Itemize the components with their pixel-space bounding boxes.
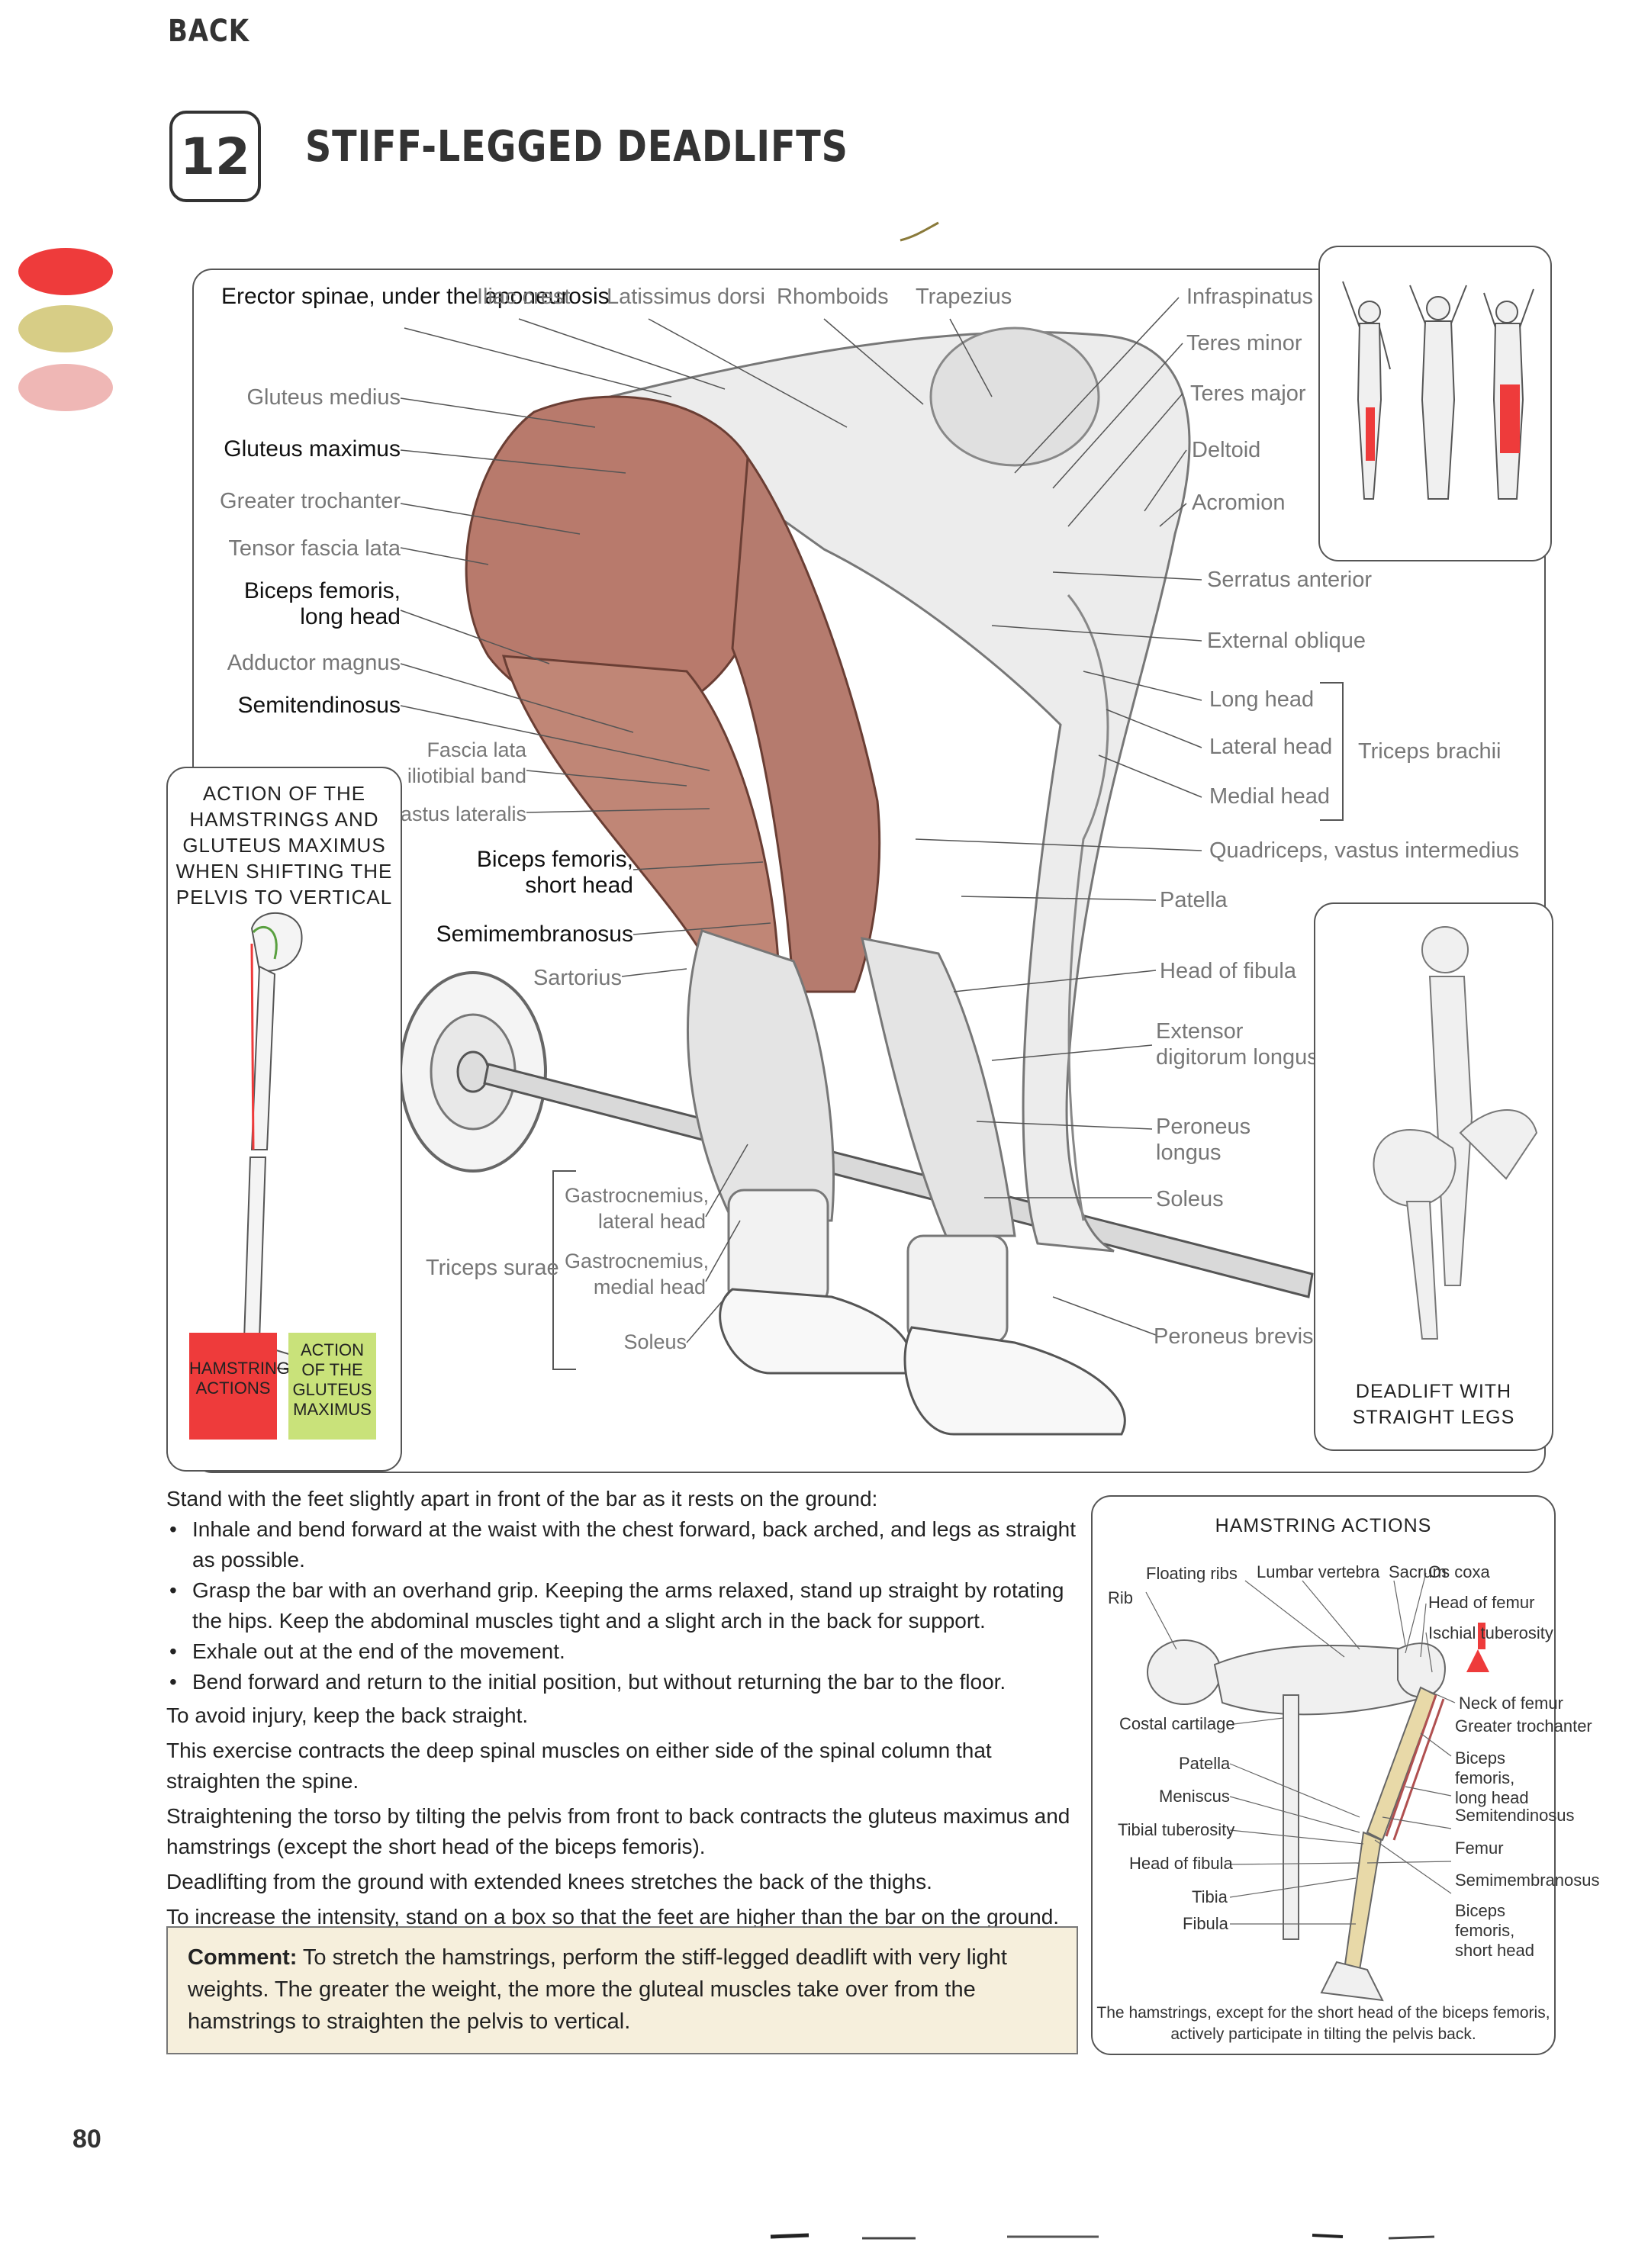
bullet-3: Exhale out at the end of the movement. <box>166 1636 1078 1667</box>
comment-label: Comment: <box>188 1945 298 1970</box>
pink-dot <box>18 364 113 411</box>
label-head-of-fibula: Head of fibula <box>1160 959 1296 983</box>
deadlift-box-caption: DEADLIFT WITH STRAIGHT LEGS <box>1352 1381 1515 1428</box>
deadlift-straight-legs-figure <box>1373 926 1538 1340</box>
label-teres-minor: Teres minor <box>1186 331 1302 355</box>
label-biceps-femoris-short: Biceps femoris, short head <box>476 847 633 898</box>
label-gastrocnemius-lateral: Gastrocnemius, lateral head <box>565 1184 710 1233</box>
hb-label-lumbar-vertebra: Lumbar vertebra <box>1257 1562 1380 1581</box>
hb-label-neck-of-femur: Neck of femur <box>1459 1694 1563 1713</box>
hb-label-head-of-fibula: Head of fibula <box>1129 1854 1233 1873</box>
paragraph-5: To increase the intensity, stand on a bo… <box>166 1905 1060 1929</box>
label-soleus-left: Soleus <box>623 1330 687 1353</box>
hamstring-box-title: HAMSTRING ACTIONS <box>1215 1515 1432 1536</box>
bullet-2: Grasp the bar with an overhand grip. Kee… <box>166 1575 1078 1636</box>
paragraph-2: This exercise contracts the deep spinal … <box>166 1739 992 1793</box>
hb-label-costal-cartilage: Costal cartilage <box>1119 1714 1235 1733</box>
label-acromion: Acromion <box>1192 491 1286 515</box>
paragraph-3: Straightening the torso by tilting the p… <box>166 1804 1070 1858</box>
label-vastus-lateralis: Vastus lateralis <box>388 803 526 825</box>
label-trapezius: Trapezius <box>916 285 1012 309</box>
muscle-location-box <box>1318 246 1552 561</box>
label-vastus-intermedius: Quadriceps, vastus intermedius <box>1209 838 1520 863</box>
hb-label-patella: Patella <box>1179 1754 1231 1773</box>
exercise-number: 12 <box>169 111 261 202</box>
label-soleus-right: Soleus <box>1156 1187 1224 1211</box>
section-label: BACK <box>168 14 249 49</box>
hb-label-greater-trochanter: Greater trochanter <box>1455 1716 1592 1736</box>
label-infraspinatus: Infraspinatus <box>1186 285 1314 309</box>
hb-label-femur: Femur <box>1455 1839 1504 1858</box>
instructions-intro: Stand with the feet slightly apart in fr… <box>166 1487 878 1510</box>
label-triceps-surae: Triceps surae <box>426 1256 559 1280</box>
hb-label-tibia: Tibia <box>1192 1887 1228 1906</box>
label-rhomboids: Rhomboids <box>777 285 889 309</box>
hb-label-biceps-short: Biceps femoris, short head <box>1455 1901 1534 1960</box>
label-extensor-digitorum: Extensor digitorum longus <box>1156 1019 1318 1070</box>
label-biceps-femoris-long: Biceps femoris, long head <box>243 578 401 629</box>
comment-text: To stretch the hamstrings, perform the s… <box>188 1945 1007 2034</box>
label-gastrocnemius-medial: Gastrocnemius, medial head <box>565 1250 710 1298</box>
khaki-dot <box>18 305 113 352</box>
comment-box: Comment: To stretch the hamstrings, perf… <box>166 1926 1078 2054</box>
hb-label-fibula: Fibula <box>1183 1914 1228 1933</box>
muscle-location-figures <box>1342 281 1534 500</box>
label-sartorius: Sartorius <box>533 966 622 990</box>
label-triceps-brachii: Triceps brachii <box>1358 739 1502 764</box>
hb-label-rib: Rib <box>1108 1588 1134 1607</box>
hamstring-skeleton-figure <box>1145 1572 1489 2002</box>
label-adductor-magnus: Adductor magnus <box>227 651 401 675</box>
instructions: Stand with the feet slightly apart in fr… <box>166 1484 1078 1932</box>
hamstring-box-caption: The hamstrings, except for the short hea… <box>1096 2004 1550 2043</box>
bullet-4: Bend forward and return to the initial p… <box>166 1667 1078 1697</box>
barbell <box>399 971 1314 1298</box>
label-semimembranosus: Semimembranosus <box>436 922 633 947</box>
label-fascia-lata: Fascia lata iliotibial band <box>407 738 526 787</box>
page-title: STIFF-LEGGED DEADLIFTS <box>305 122 848 172</box>
hamstring-actions-box: HAMSTRING ACTIONS <box>1091 1495 1600 2055</box>
hb-label-sacrum: Sacrum <box>1389 1562 1447 1581</box>
hb-label-head-of-femur: Head of femur <box>1428 1593 1535 1612</box>
label-gluteus-medius: Gluteus medius <box>246 385 401 410</box>
hb-label-semitendinosus: Semitendinosus <box>1455 1806 1575 1825</box>
hb-label-ischial-tuberosity: Ischial tuberosity <box>1428 1623 1553 1642</box>
legend-gluteus-action: ACTION OF THE GLUTEUS MAXIMUS <box>288 1333 376 1440</box>
label-peroneus-longus: Peroneus longus <box>1156 1115 1251 1165</box>
scan-marks <box>770 2233 1435 2240</box>
hb-label-semimembranosus: Semimembranosus <box>1455 1871 1600 1890</box>
red-dot <box>18 248 113 295</box>
hb-label-os-coxa: Os coxa <box>1428 1562 1490 1581</box>
label-patella: Patella <box>1160 888 1228 912</box>
hb-label-tibial-tuberosity: Tibial tuberosity <box>1118 1820 1235 1839</box>
pen-mark <box>900 221 939 242</box>
label-semitendinosus: Semitendinosus <box>237 693 401 718</box>
action-box-title: ACTION OF THE HAMSTRINGS AND GLUTEUS MAX… <box>175 782 393 909</box>
bullet-1: Inhale and bend forward at the waist wit… <box>166 1514 1078 1575</box>
label-lateral-head: Lateral head <box>1209 735 1333 759</box>
page-number: 80 <box>72 2125 101 2154</box>
label-external-oblique: External oblique <box>1207 629 1366 653</box>
hb-label-meniscus: Meniscus <box>1159 1787 1230 1806</box>
label-teres-major: Teres major <box>1190 381 1306 406</box>
label-medial-head: Medial head <box>1209 784 1330 809</box>
label-peroneus-brevis: Peroneus brevis <box>1154 1324 1314 1349</box>
label-tensor-fascia-lata: Tensor fascia lata <box>228 536 401 561</box>
deadlift-straight-legs-box: DEADLIFT WITH STRAIGHT LEGS <box>1314 902 1553 1451</box>
paragraph-4: Deadlifting from the ground with extende… <box>166 1870 932 1893</box>
label-deltoid: Deltoid <box>1192 438 1261 462</box>
hb-label-biceps-long: Biceps femoris, long head <box>1455 1748 1529 1807</box>
label-erector-spinae: Erector spinae, under the aponeurosis <box>221 284 610 310</box>
label-long-head: Long head <box>1209 687 1315 712</box>
label-gluteus-maximus: Gluteus maximus <box>224 436 401 462</box>
label-serratus-anterior: Serratus anterior <box>1207 568 1372 592</box>
legend-hamstring-actions: HAMSTRING ACTIONS <box>189 1333 290 1440</box>
hb-label-floating-ribs: Floating ribs <box>1146 1564 1238 1583</box>
label-greater-trochanter: Greater trochanter <box>220 489 401 513</box>
label-iliac-crest: Iliac crest <box>477 285 571 309</box>
paragraph-1: To avoid injury, keep the back straight. <box>166 1703 529 1727</box>
label-latissimus-dorsi: Latissimus dorsi <box>607 285 765 309</box>
action-box: ACTION OF THE HAMSTRINGS AND GLUTEUS MAX… <box>166 767 402 1472</box>
skeleton-leg-diagram <box>239 912 303 1372</box>
